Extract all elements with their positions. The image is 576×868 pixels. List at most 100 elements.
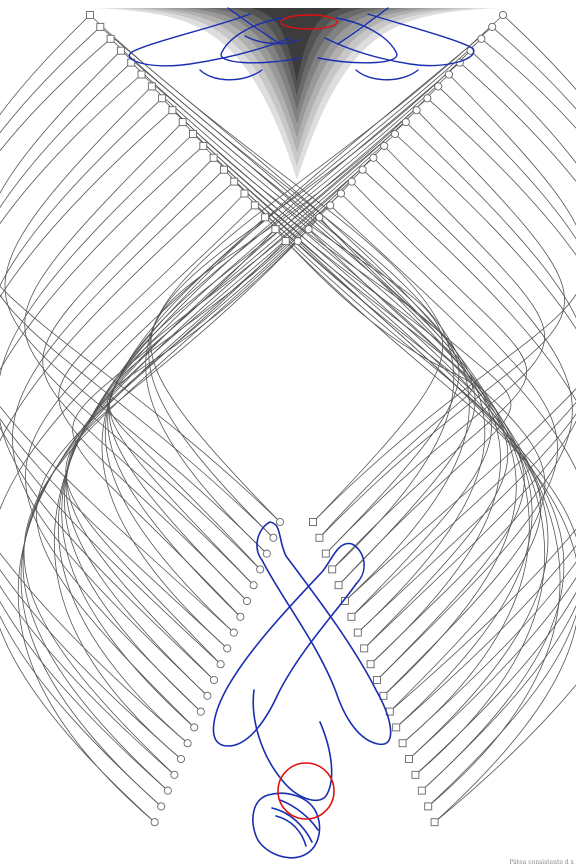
node-bottom-left xyxy=(164,787,171,794)
node-bottom-left xyxy=(224,645,231,652)
node-bottom-right xyxy=(348,613,355,620)
node-top-right xyxy=(391,130,398,137)
curve-right xyxy=(330,205,576,790)
node-top-right xyxy=(348,178,355,185)
curve-left xyxy=(0,27,234,633)
node-top-left xyxy=(231,178,238,185)
shaded-cone xyxy=(97,8,497,180)
node-bottom-right xyxy=(322,550,329,557)
node-bottom-left xyxy=(151,819,158,826)
curve-cross xyxy=(105,75,449,633)
node-bottom-right xyxy=(374,677,381,684)
curve-cross xyxy=(121,51,545,775)
node-bottom-right xyxy=(425,803,432,810)
node-top-right xyxy=(478,35,485,42)
node-top-left xyxy=(138,71,145,78)
node-top-left xyxy=(241,190,248,197)
curve-cross xyxy=(193,134,532,727)
node-top-left xyxy=(159,95,166,102)
curve-cross xyxy=(109,146,384,601)
curve-cross xyxy=(286,241,541,711)
curve-cross xyxy=(152,86,501,664)
node-top-right xyxy=(294,238,301,245)
bottom-figure xyxy=(213,522,390,858)
curve-left xyxy=(0,134,214,680)
node-top-right xyxy=(381,142,388,149)
node-bottom-right xyxy=(412,771,419,778)
curve-cross xyxy=(66,241,298,664)
node-bottom-left xyxy=(276,518,283,525)
node-bottom-left xyxy=(250,582,257,589)
caption: Pátea consistente d x xyxy=(509,859,574,866)
curve-cross xyxy=(21,158,373,807)
curve-cross xyxy=(64,134,395,712)
curve-cross xyxy=(172,110,516,696)
node-top-left xyxy=(148,83,155,90)
node-bottom-left xyxy=(270,534,277,541)
curve-left xyxy=(0,110,174,775)
node-top-right xyxy=(489,23,496,30)
curve-right xyxy=(326,146,545,554)
curve-left xyxy=(0,146,203,791)
node-bottom-left xyxy=(263,550,270,557)
node-top-right xyxy=(305,226,312,233)
node-top-left xyxy=(272,226,279,233)
node-bottom-right xyxy=(431,819,438,826)
node-bottom-right xyxy=(329,566,336,573)
node-top-left xyxy=(190,131,197,138)
curve-right xyxy=(403,98,576,743)
node-bottom-left xyxy=(191,724,198,731)
node-top-right xyxy=(327,202,334,209)
node-bottom-left xyxy=(257,566,264,573)
node-top-right xyxy=(424,95,431,102)
node-bottom-left xyxy=(171,771,178,778)
node-bottom-left xyxy=(177,755,184,762)
bottom-figure-hair xyxy=(272,800,318,846)
node-bottom-right xyxy=(418,787,425,794)
node-bottom-right xyxy=(310,519,317,526)
node-top-right xyxy=(413,107,420,114)
node-bottom-right xyxy=(393,724,400,731)
curve-right xyxy=(358,86,576,632)
bottom-figure-leg-right xyxy=(213,543,364,746)
node-bottom-right xyxy=(406,756,413,763)
curve-cross xyxy=(183,122,459,553)
curve-cross xyxy=(234,182,564,791)
node-top-right xyxy=(499,11,506,18)
node-bottom-right xyxy=(354,629,361,636)
node-bottom-left xyxy=(184,740,191,747)
node-bottom-right xyxy=(361,645,368,652)
curve-cross xyxy=(131,63,485,633)
curve-right xyxy=(319,110,564,538)
curve-left xyxy=(5,86,267,553)
node-top-right xyxy=(435,83,442,90)
node-top-right xyxy=(359,166,366,173)
node-top-left xyxy=(179,119,186,126)
curve-left xyxy=(43,158,254,585)
node-top-right xyxy=(370,154,377,161)
node-bottom-left xyxy=(243,597,250,604)
node-bottom-left xyxy=(230,629,237,636)
node-top-left xyxy=(220,166,227,173)
node-bottom-right xyxy=(316,534,323,541)
node-top-left xyxy=(262,214,269,221)
node-top-left xyxy=(251,202,258,209)
node-top-right xyxy=(316,214,323,221)
node-top-right xyxy=(402,119,409,126)
node-bottom-left xyxy=(217,661,224,668)
node-top-left xyxy=(97,23,104,30)
node-top-left xyxy=(169,107,176,114)
curve-right xyxy=(309,229,545,696)
node-bottom-left xyxy=(158,803,165,810)
node-top-left xyxy=(107,35,114,42)
curve-cross xyxy=(224,170,492,617)
curve-left xyxy=(0,217,265,822)
bottom-figure-red-ring xyxy=(278,763,334,819)
node-top-left xyxy=(282,238,289,245)
curve-left xyxy=(59,194,247,602)
node-bottom-left xyxy=(237,613,244,620)
node-top-left xyxy=(210,154,217,161)
node-bottom-right xyxy=(335,582,342,589)
curve-right xyxy=(332,182,526,570)
